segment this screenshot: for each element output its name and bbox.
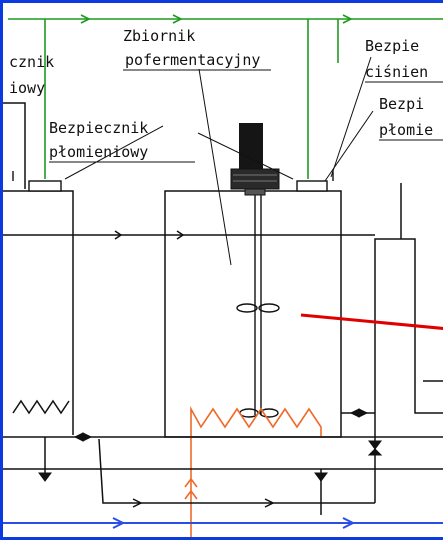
flame-arrester-label-1: Bezpiecznik: [49, 119, 148, 137]
tank-title-2: pofermentacyjny: [125, 51, 260, 69]
right-column: [374, 183, 443, 503]
flame-arrester-label-2: płomieniowy: [49, 143, 148, 161]
left-tank: [3, 102, 74, 435]
leader-lines: [64, 56, 374, 266]
bottom-piping: [3, 412, 443, 515]
blue-flow-line: [3, 517, 443, 529]
agitator-shaft: [236, 195, 280, 418]
tank-title-1: Zbiornik: [123, 27, 195, 45]
flame-arrester-icon: [296, 171, 334, 192]
right-top-label-2: ciśnien: [365, 63, 428, 81]
red-pointer-line: [300, 313, 443, 330]
flame-arrester-icon: [12, 171, 62, 192]
right-top-label-1: Bezpie: [365, 37, 419, 55]
partial-label-left-2: iowy: [9, 79, 45, 97]
right-mid-label-1: Bezpi: [379, 95, 424, 113]
right-mid-label-2: płomie: [379, 121, 433, 139]
process-diagram: cznik iowy Zbiornik pofermentacyjny Bezp…: [3, 14, 443, 537]
label-underlines: [49, 69, 443, 163]
partial-label-left-1: cznik: [9, 53, 54, 71]
gas-collection-line: [8, 14, 443, 179]
heating-coil-icon: [184, 405, 322, 537]
valve-icon: [38, 408, 383, 482]
digestate-tank: [73, 190, 375, 438]
agitator-motor-icon: [230, 123, 280, 196]
